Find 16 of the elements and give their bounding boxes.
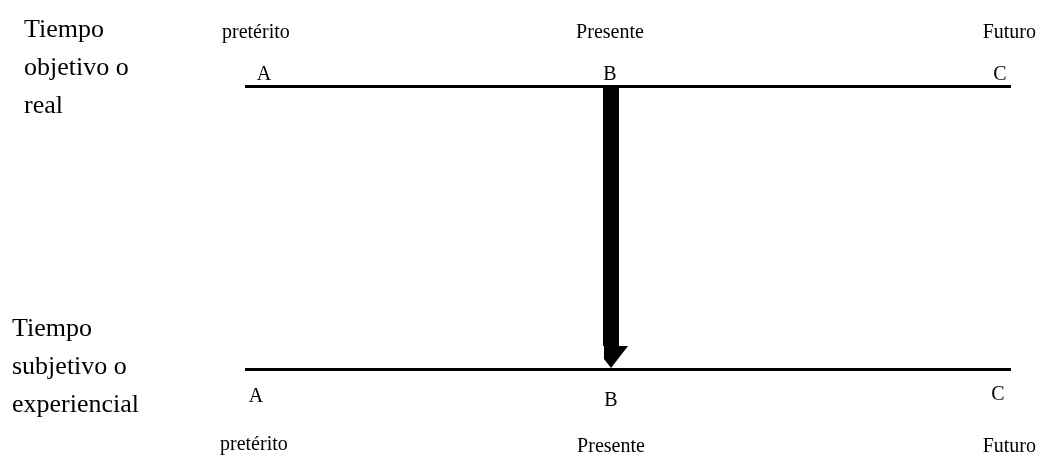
timeline-label: Presente (577, 433, 645, 456)
axis-title: Tiempo objetivo o real (24, 13, 130, 121)
timeline-label: Futuro (982, 433, 1036, 456)
axis-title: Tiempo subjetivo o experiencial (12, 312, 141, 420)
timeline-label: B (603, 61, 617, 86)
timeline-label: C (993, 61, 1007, 86)
timeline-label: A (256, 61, 272, 86)
timeline-label: Presente (576, 19, 644, 44)
timeline-line (245, 368, 1011, 371)
timeline-label: pretérito (222, 19, 290, 45)
timeline-label: Futuro (982, 19, 1036, 44)
timeline-label: A (248, 383, 264, 408)
timeline-label: pretérito (220, 431, 288, 456)
timeline-line (245, 85, 1011, 88)
timeline-label: B (604, 387, 618, 412)
timeline-label: C (991, 381, 1005, 406)
